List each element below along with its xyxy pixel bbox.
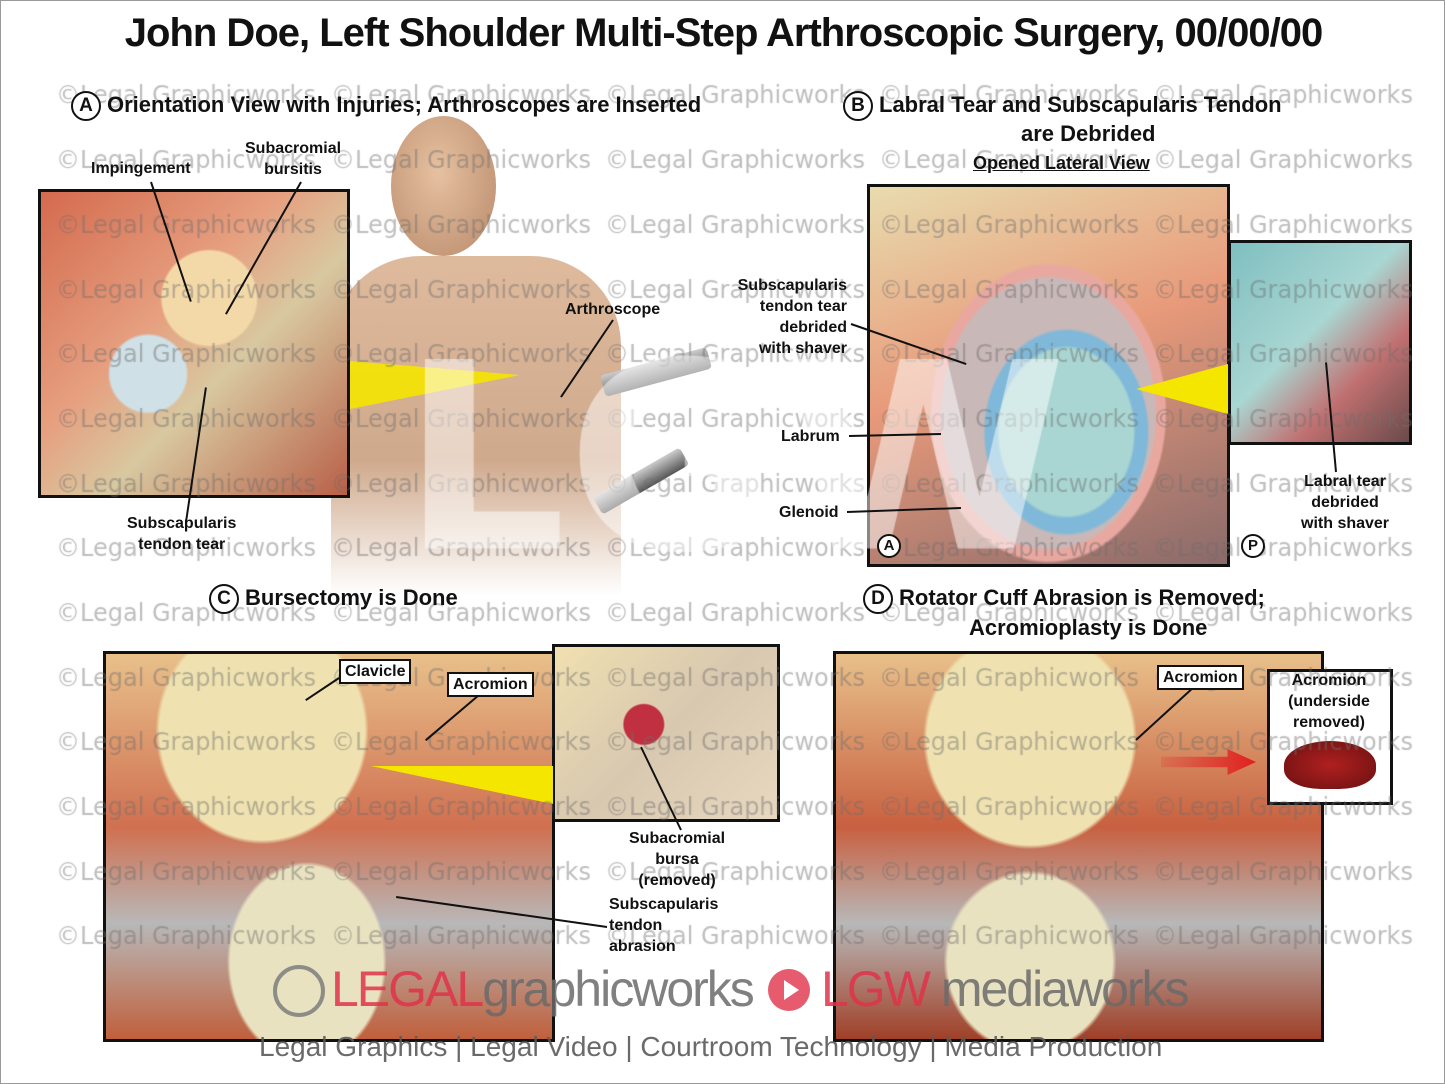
label-line: tendon tear — [138, 536, 226, 553]
label-subacromial-bursitis: Subacromial bursitis — [245, 138, 341, 180]
page-title: John Doe, Left Shoulder Multi-Step Arthr… — [124, 11, 1323, 55]
panel-c-letter: C — [209, 584, 239, 615]
orientation-anterior: A — [877, 531, 907, 559]
label-impingement: Impingement — [91, 160, 191, 177]
magnifier-icon — [273, 965, 325, 1017]
label-line: bursa — [655, 851, 699, 868]
orientation-posterior: P — [1241, 531, 1271, 559]
pointer-b — [1136, 364, 1228, 414]
panel-d-title-line1: Rotator Cuff Abrasion is Removed; — [899, 585, 1265, 610]
label-clavicle: Clavicle — [339, 659, 412, 684]
play-icon — [768, 969, 810, 1011]
panel-d-title-line2: Acromioplasty is Done — [969, 615, 1208, 640]
label-line: Subscapularis — [609, 896, 719, 913]
label-subscapularis-tendon-tear: Subscapularis tendon tear — [127, 513, 236, 555]
panel-a-title: Orientation View with Injuries; Arthrosc… — [107, 92, 702, 117]
label-line: debrided — [1311, 494, 1379, 511]
anterior-marker: A — [877, 534, 901, 559]
label-line: debrided — [779, 319, 847, 336]
label-line: bursitis — [264, 161, 322, 178]
pointer-c — [371, 766, 553, 804]
label-line: Labral tear — [1304, 473, 1386, 490]
label-subacromial-bursa: Subacromial bursa (removed) — [629, 828, 725, 891]
label-glenoid: Glenoid — [779, 504, 839, 521]
logo-mediaworks: mediaworks — [940, 961, 1190, 1017]
panel-a-letter: A — [71, 91, 101, 122]
panel-b-letter: B — [843, 91, 873, 122]
label-line: abrasion — [609, 938, 676, 955]
label-acromion-d: Acromion — [1157, 665, 1244, 690]
panel-b-title-line1: Labral Tear and Subscapularis Tendon — [879, 92, 1282, 117]
logo-graphicworks: graphicworks — [482, 961, 755, 1017]
label-subscapularis-debrided: Subscapularis tendon tear debrided with … — [721, 275, 847, 359]
tagline: Legal Graphics | Legal Video | Courtroom… — [259, 1031, 1163, 1062]
removed-bone-fragment — [1284, 741, 1376, 789]
panel-d-letter: D — [863, 584, 893, 615]
label-line: Subacromial — [629, 830, 726, 847]
panel-a-inset-image — [38, 189, 350, 498]
label-labrum: Labrum — [781, 428, 840, 445]
panel-b-subheading: Opened Lateral View — [973, 153, 1150, 173]
label-acromion-c: Acromion — [447, 672, 534, 697]
pointer-a — [350, 361, 520, 409]
label-acromion-removed: Acromion (underside removed) — [1281, 670, 1377, 733]
panel-b-title-line2: are Debrided — [1021, 121, 1156, 146]
label-line: tendon tear — [759, 298, 847, 315]
logo-legal: LEGAL — [331, 961, 484, 1017]
label-line: (removed) — [638, 872, 716, 889]
head — [391, 116, 496, 256]
panel-c-inset-image — [552, 644, 780, 822]
label-line: removed) — [1292, 714, 1366, 731]
logo-lgw: LGW — [821, 961, 931, 1017]
label-line: Subacromial — [245, 140, 342, 157]
label-labral-tear: Labral tear debrided with shaver — [1301, 471, 1389, 534]
label-line: (underside — [1288, 693, 1370, 710]
label-line: with shaver — [1301, 515, 1390, 532]
legal-graphicworks-logo: LEGALgraphicworks — [331, 961, 755, 1017]
label-line: tendon — [609, 917, 663, 934]
posterior-marker: P — [1241, 534, 1265, 559]
panel-c-title: Bursectomy is Done — [245, 585, 458, 610]
label-subscapularis-abrasion: Subscapularis tendon abrasion — [609, 894, 718, 957]
label-line: Subscapularis — [737, 277, 847, 294]
panel-b-inset-image — [1228, 240, 1412, 445]
label-line: with shaver — [758, 340, 847, 357]
label-line: Subscapularis — [127, 515, 237, 532]
lgw-mediaworks-logo: LGW mediaworks — [821, 961, 1190, 1017]
human-figure — [331, 106, 621, 596]
label-line: Acromion — [1291, 672, 1367, 689]
label-arthroscope: Arthroscope — [565, 301, 661, 318]
